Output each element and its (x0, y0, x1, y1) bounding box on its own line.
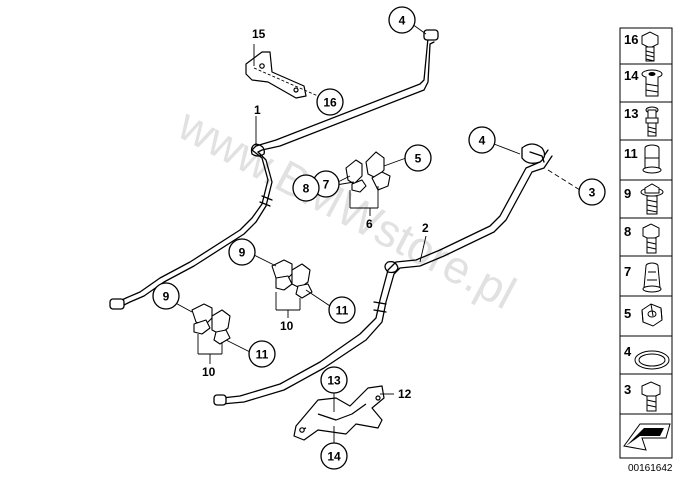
callout-label: 9 (239, 246, 246, 260)
callout-16: 16 (316, 88, 344, 116)
legend-label-16: 16 (624, 32, 638, 47)
callout-label: 3 (589, 186, 596, 200)
legend-label-13: 13 (624, 106, 638, 121)
label-6: 6 (366, 217, 373, 231)
rivet-icon (641, 69, 663, 97)
nut-sleeve-icon (642, 144, 662, 174)
watermark: www.BMWstore.pl (169, 97, 524, 319)
callout-label: 4 (479, 134, 486, 148)
hex-bolt-icon (642, 223, 660, 254)
callout-label: 11 (336, 304, 349, 318)
bracket-12 (293, 385, 385, 441)
parts-legend: 16 14 13 11 (619, 27, 673, 459)
bolt-icon (641, 31, 659, 62)
legend-label-14: 14 (624, 68, 639, 83)
callout-3: 3 (578, 178, 606, 206)
label-15: 15 (252, 27, 266, 41)
label-10-left: 10 (202, 365, 216, 379)
oil-line-2 (213, 143, 553, 406)
document-id: 00161642 (628, 463, 673, 474)
label-10-center: 10 (280, 319, 294, 333)
callout-label: 5 (415, 152, 422, 166)
bolt-icon (641, 381, 661, 412)
callout-9-left: 9 (152, 282, 180, 310)
callout-13: 13 (320, 366, 348, 394)
clip-cluster-10-upper (271, 259, 313, 299)
forward-arrow-icon (623, 423, 671, 451)
seal-ring-icon (634, 350, 670, 370)
callout-5: 5 (404, 144, 432, 172)
legend-label-5: 5 (624, 306, 631, 321)
callout-label: 13 (327, 374, 341, 388)
label-2: 2 (422, 221, 429, 235)
stud-bolt-icon (645, 106, 659, 137)
legend-label-9: 9 (624, 186, 631, 201)
callout-9-center: 9 (228, 238, 256, 266)
legend-label-8: 8 (624, 224, 631, 239)
callout-label: 7 (323, 178, 330, 192)
callout-label: 16 (323, 96, 337, 110)
washer-bolt-icon (640, 183, 664, 215)
legend-label-11: 11 (624, 146, 638, 161)
callout-label: 4 (399, 14, 406, 28)
legend-label-4: 4 (624, 344, 632, 359)
bracket-15 (245, 51, 307, 99)
callout-label: 9 (163, 290, 170, 304)
label-1: 1 (254, 103, 261, 117)
clip-cluster-10-lower (191, 303, 231, 345)
callout-11-left: 11 (248, 340, 276, 368)
callout-14: 14 (320, 442, 348, 470)
callout-label: 8 (303, 182, 310, 196)
callout-label: 11 (256, 348, 269, 362)
legend-label-7: 7 (624, 264, 631, 279)
legend-label-3: 3 (624, 382, 631, 397)
callout-4-top: 4 (388, 6, 416, 34)
clip-nut-icon (642, 262, 662, 293)
clip-cluster-6 (345, 151, 391, 193)
callout-11-center: 11 (328, 296, 356, 324)
callout-4-right: 4 (468, 126, 496, 154)
callout-label: 14 (327, 450, 341, 464)
hex-nut-icon (641, 303, 663, 327)
label-12: 12 (398, 387, 412, 401)
callout-8: 8 (292, 174, 320, 202)
